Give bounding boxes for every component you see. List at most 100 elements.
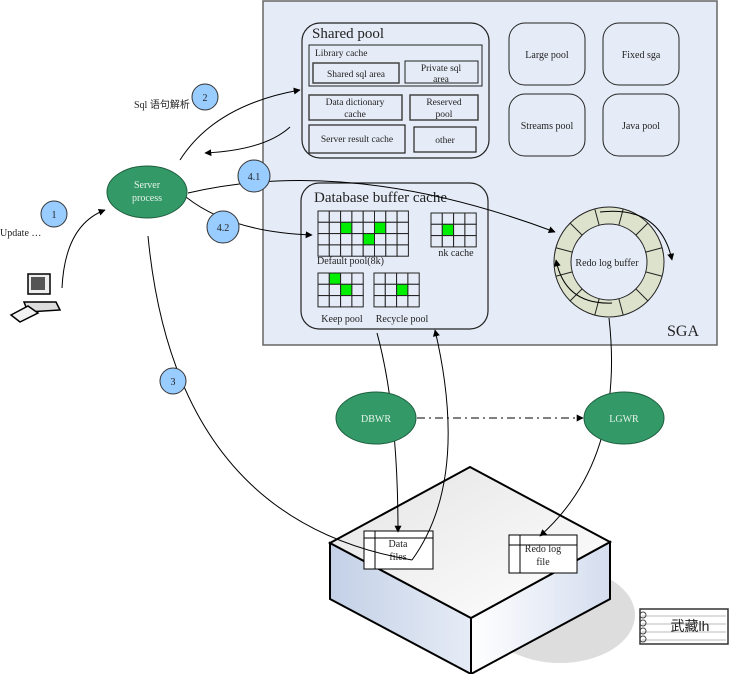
server-process-line2: process bbox=[132, 193, 162, 204]
buffer-block bbox=[407, 295, 420, 308]
spiral-ring bbox=[639, 627, 647, 635]
server-process: Server process bbox=[106, 165, 188, 219]
buffer-block bbox=[430, 223, 443, 237]
buffer-block bbox=[340, 272, 353, 285]
redo-write-arrow bbox=[553, 259, 613, 304]
nk-cache-label: nk cache bbox=[438, 248, 474, 259]
recycle-pool-grid bbox=[373, 272, 420, 308]
arrow-client-to-server bbox=[61, 208, 106, 289]
redo-ring-divider bbox=[594, 298, 600, 316]
buffer-block bbox=[384, 283, 398, 297]
redo-ring-divider bbox=[594, 208, 600, 226]
buffer-block bbox=[453, 223, 466, 237]
redo-ring-divider bbox=[555, 271, 573, 277]
recycle-pool-label: Recycle pool bbox=[376, 314, 429, 325]
server-process-ellipse bbox=[106, 165, 188, 219]
buffer-block bbox=[384, 272, 398, 285]
buffer-block-dirty bbox=[328, 272, 342, 285]
buffer-block bbox=[453, 235, 466, 248]
step-2-badge bbox=[191, 83, 219, 111]
buffer-block bbox=[407, 272, 420, 285]
other-pools: Large pool Fixed sga Streams pool Java p… bbox=[508, 22, 680, 157]
redo-ring-divider bbox=[645, 271, 663, 277]
buffer-block-dirty bbox=[441, 223, 455, 237]
buffer-block bbox=[328, 210, 342, 223]
spiral-ring bbox=[639, 619, 647, 627]
redo-ring-divider bbox=[635, 222, 649, 236]
buffer-block bbox=[374, 233, 387, 246]
data-dictionary-cache bbox=[308, 94, 403, 121]
buffer-block-dirty bbox=[396, 283, 409, 297]
large-pool-label: Large pool bbox=[525, 50, 569, 61]
private-sql-area bbox=[404, 60, 479, 84]
other-area-label: other bbox=[435, 136, 455, 146]
arrow-redo-to-logfile bbox=[539, 317, 612, 537]
buffer-block bbox=[340, 210, 353, 223]
buffer-block bbox=[441, 235, 455, 248]
keep-pool-label: Keep pool bbox=[321, 314, 363, 325]
step-2-label: 2 bbox=[203, 93, 208, 104]
buffer-block bbox=[430, 212, 443, 225]
spiral-binding-icon bbox=[639, 611, 647, 643]
buffer-block bbox=[396, 233, 409, 246]
keyboard bbox=[9, 305, 40, 323]
buffer-block bbox=[317, 210, 330, 223]
large-pool bbox=[508, 22, 586, 86]
other-area bbox=[413, 126, 477, 153]
data-files-line1: Data bbox=[389, 539, 408, 550]
buffer-block bbox=[317, 233, 330, 246]
arrow-server-to-redo-buffer bbox=[187, 179, 556, 234]
buffer-cache-title: Database buffer cache bbox=[314, 190, 447, 206]
buffer-block bbox=[351, 233, 364, 246]
buffer-block bbox=[362, 221, 376, 235]
buffer-block bbox=[351, 244, 364, 257]
redo-ring-inner bbox=[570, 223, 648, 301]
buffer-block bbox=[317, 244, 330, 257]
lgwr-ellipse bbox=[583, 391, 665, 445]
step-markers: 1 2 3 4.1 4.2 bbox=[40, 83, 271, 395]
buffer-block bbox=[385, 244, 398, 257]
buffer-block-dirty bbox=[340, 221, 353, 235]
buffer-block bbox=[464, 235, 477, 248]
disk-storage: Data files Redo log file bbox=[327, 465, 635, 674]
spiral-ring bbox=[639, 611, 647, 619]
buffer-block bbox=[464, 223, 477, 237]
buffer-block-dirty bbox=[362, 233, 376, 246]
buffer-block bbox=[396, 272, 409, 285]
buffer-block bbox=[430, 235, 443, 248]
redo-ring-divider bbox=[555, 247, 573, 253]
buffer-block bbox=[351, 221, 364, 235]
lgwr-process: LGWR bbox=[583, 391, 665, 445]
disk-top-face bbox=[327, 465, 613, 620]
library-cache-box bbox=[308, 44, 483, 87]
server-result-cache-label: Server result cache bbox=[321, 135, 393, 145]
private-sql-area-line2: area bbox=[433, 75, 450, 85]
buffer-block bbox=[317, 295, 330, 308]
buffer-block bbox=[385, 233, 398, 246]
reserved-pool-line2: pool bbox=[436, 110, 453, 120]
database-buffer-cache: Database buffer cache Default pool(8k) n… bbox=[300, 182, 489, 330]
watermark-note: 武藏lh bbox=[639, 608, 729, 645]
dbwr-ellipse bbox=[335, 391, 417, 445]
buffer-block bbox=[453, 212, 466, 225]
redo-ring-divider bbox=[618, 298, 624, 316]
buffer-block bbox=[351, 210, 364, 223]
lgwr-label: LGWR bbox=[609, 414, 639, 425]
spiral-ring bbox=[639, 635, 647, 643]
shared-pool: Shared pool Library cache Shared sql are… bbox=[301, 22, 490, 159]
buffer-block bbox=[340, 295, 353, 308]
monitor-screen bbox=[31, 277, 45, 290]
shared-sql-area-label: Shared sql area bbox=[327, 70, 386, 80]
buffer-block bbox=[385, 210, 398, 223]
redo-ring-divider bbox=[635, 288, 649, 302]
buffer-block bbox=[328, 244, 342, 257]
redo-ring-divider bbox=[645, 247, 663, 253]
buffer-block bbox=[328, 295, 342, 308]
watermark-text: 武藏lh bbox=[671, 618, 710, 634]
step-1-label: 1 bbox=[52, 210, 57, 221]
dbwr-label: DBWR bbox=[361, 414, 391, 425]
buffer-block bbox=[328, 283, 342, 297]
default-pool-label: Default pool(8k) bbox=[317, 256, 384, 267]
step-3-label: 3 bbox=[171, 377, 176, 388]
